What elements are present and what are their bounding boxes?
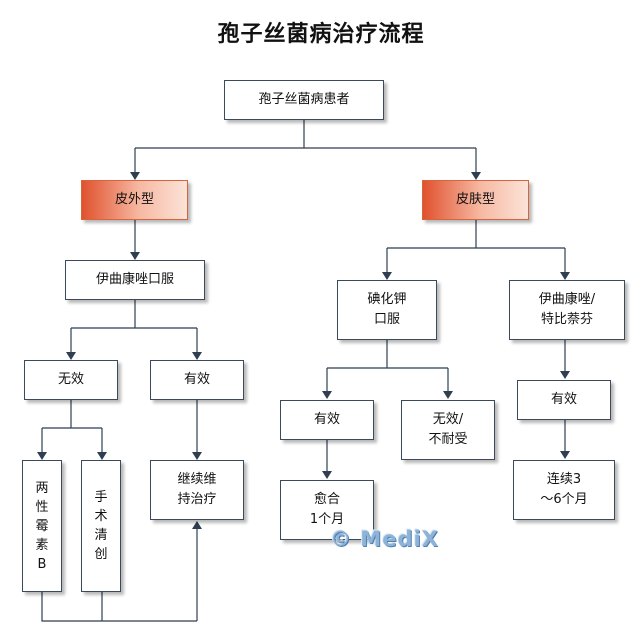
node-continue-treatment: 继续维 持治疗 <box>150 460 244 520</box>
node-root: 孢子丝菌病患者 <box>224 80 384 120</box>
node-surgery: 手术清创 <box>81 460 121 592</box>
node-cured: 愈合 1个月 <box>280 480 374 540</box>
node-continue-3-6-months: 连续3 ～6个月 <box>513 460 615 520</box>
node-effective-right: 有效 <box>517 380 611 420</box>
node-invalid-intolerant: 无效/ 不耐受 <box>401 400 495 460</box>
node-ki-oral: 碘化钾 口服 <box>337 280 437 340</box>
edge-loop-amphotericin <box>41 592 197 622</box>
node-itra-terbinafine: 伊曲康唑/ 特比萘芬 <box>509 280 625 340</box>
watermark: © MediX <box>330 527 439 551</box>
node-type-skin: 皮肤型 <box>422 180 529 220</box>
node-amphotericin: 两性霉素B <box>22 460 62 592</box>
node-effective-mid: 有效 <box>280 400 374 440</box>
node-type-outer: 皮外型 <box>81 180 188 220</box>
node-effective-left: 有效 <box>150 360 244 400</box>
page-title: 孢子丝菌病治疗流程 <box>217 21 425 47</box>
node-invalid-left: 无效 <box>24 360 118 400</box>
node-itraconazole-oral: 伊曲康唑口服 <box>65 260 205 300</box>
